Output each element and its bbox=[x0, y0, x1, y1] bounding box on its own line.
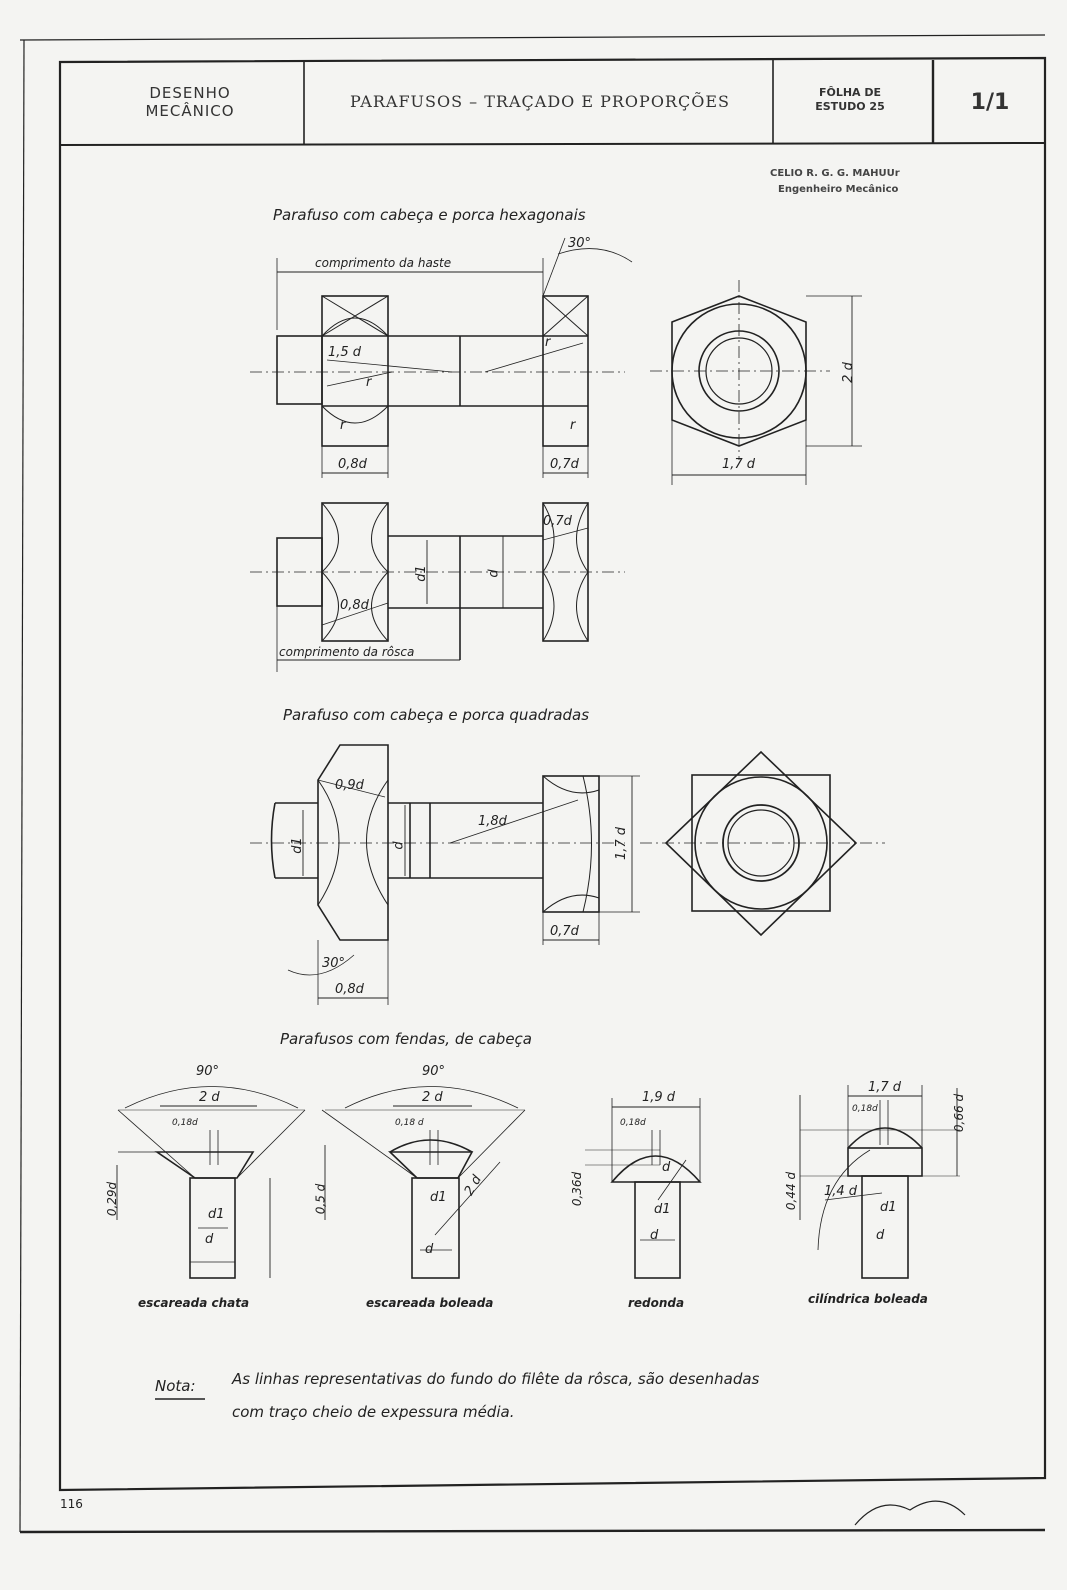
angle-30-hex: 30° bbox=[568, 236, 592, 251]
slotted-screw-round bbox=[585, 1098, 702, 1279]
slotted-oval-width: 2 d bbox=[422, 1090, 443, 1105]
slotted-oval-d1: d1 bbox=[430, 1190, 447, 1205]
slotted-flat-angle: 90° bbox=[196, 1064, 220, 1079]
subject-label: DESENHO MECÂNICO bbox=[90, 84, 290, 120]
slotted-flat-width: 2 d bbox=[199, 1090, 220, 1105]
dim-0-7d-hex: 0,7d bbox=[550, 457, 579, 472]
header-divider bbox=[59, 142, 1046, 146]
note-line-1: As linhas representativas do fundo do fi… bbox=[232, 1370, 760, 1388]
slotted-oval-name: escareada boleada bbox=[366, 1296, 494, 1310]
stamp-line-2: Engenheiro Mecânico bbox=[778, 184, 899, 195]
square-bolt-elevation bbox=[250, 744, 640, 1005]
slotted-round-name: redonda bbox=[628, 1296, 685, 1310]
slotted-oval-angle: 90° bbox=[422, 1064, 446, 1079]
hex-section-title: Parafuso com cabeça e porca hexagonais bbox=[273, 206, 586, 224]
engineer-stamp: CELIO R. G. G. MAHUUr Engenheiro Mecânic… bbox=[770, 166, 900, 198]
slotted-flat-d: d bbox=[205, 1232, 214, 1247]
slotted-screw-oval bbox=[321, 1086, 526, 1279]
dim-1-5d: 1,5 d bbox=[328, 345, 362, 360]
dim-0-7d-hex-plan: 0,7d bbox=[543, 514, 572, 529]
note-line-2: com traço cheio de expessura média. bbox=[232, 1403, 515, 1421]
dim-0-8d-hex-plan: 0,8d bbox=[340, 598, 369, 613]
subject-line-1: DESENHO bbox=[149, 84, 231, 102]
slotted-screw-flat bbox=[116, 1086, 306, 1279]
sheet-line-1: FÔLHA DE bbox=[818, 86, 882, 99]
dim-2d: 2 d bbox=[840, 362, 856, 383]
slotted-flat-height: 0,29d bbox=[105, 1181, 120, 1217]
slotted-cyl-height-1: 0,44 d bbox=[784, 1171, 799, 1211]
slotted-cyl-width: 1,7 d bbox=[868, 1080, 902, 1095]
slotted-flat-d1: d1 bbox=[208, 1207, 225, 1222]
slotted-screw-cylindrical bbox=[799, 1085, 960, 1279]
slotted-flat-slot: 0,18d bbox=[172, 1118, 198, 1128]
slotted-oval-slot: 0,18 d bbox=[395, 1118, 424, 1128]
slotted-round-width: 1,9 d bbox=[642, 1090, 676, 1105]
slotted-round-height: 0,36d bbox=[570, 1171, 585, 1207]
slotted-cyl-height-2: 0,66 d bbox=[952, 1093, 967, 1133]
page-number: 116 bbox=[60, 1497, 83, 1511]
slotted-cyl-name: cilíndrica boleada bbox=[808, 1292, 928, 1306]
dim-shank-length: comprimento da haste bbox=[315, 256, 452, 270]
subject-line-2: MECÂNICO bbox=[145, 102, 235, 120]
angle-30-square: 30° bbox=[322, 956, 346, 971]
stamp-line-1: CELIO R. G. G. MAHUUr bbox=[770, 168, 900, 179]
dim-thread-length: comprimento da rôsca bbox=[279, 645, 415, 659]
slotted-oval-d: d bbox=[425, 1242, 434, 1257]
sheet-label: FÔLHA DE ESTUDO 25 bbox=[780, 86, 920, 114]
radius-r-1: r bbox=[366, 375, 372, 390]
dim-d1-hex: d1 bbox=[413, 565, 429, 582]
dim-d-hex: d bbox=[486, 569, 502, 578]
slotted-round-d1: d1 bbox=[654, 1202, 671, 1217]
slotted-round-d: d bbox=[650, 1228, 659, 1243]
slotted-section-title: Parafusos com fendas, de cabeça bbox=[280, 1030, 532, 1048]
dim-d1-square: d1 bbox=[289, 837, 305, 854]
dim-0-8d-hex: 0,8d bbox=[338, 457, 367, 472]
slotted-flat-name: escareada chata bbox=[138, 1296, 250, 1310]
dim-1-8d: 1,8d bbox=[478, 814, 507, 829]
dim-1-7d-hex: 1,7 d bbox=[722, 457, 756, 472]
slotted-cyl-d1: d1 bbox=[880, 1200, 897, 1215]
radius-r-3: r bbox=[340, 418, 346, 433]
dim-1-7d-square: 1,7 d bbox=[614, 826, 630, 861]
page-reference: 1/1 bbox=[970, 90, 1010, 115]
square-section-title: Parafuso com cabeça e porca quadradas bbox=[283, 706, 590, 724]
sheet-frame bbox=[58, 56, 1047, 1492]
slotted-cyl-d: d bbox=[876, 1228, 885, 1243]
dim-0-7d-square: 0,7d bbox=[550, 924, 579, 939]
dim-0-8d-square: 0,8d bbox=[335, 982, 364, 997]
slotted-cyl-radius: 1,4 d bbox=[824, 1184, 858, 1199]
hex-bolt-elevation bbox=[250, 237, 633, 478]
square-end-view bbox=[640, 750, 885, 937]
slotted-round-radius: d bbox=[662, 1160, 671, 1175]
hex-end-view bbox=[650, 280, 862, 485]
note-label: Nota: bbox=[155, 1377, 196, 1395]
sheet-line-2: ESTUDO 25 bbox=[815, 100, 885, 113]
hex-bolt-plan bbox=[250, 502, 625, 672]
radius-r-4: r bbox=[570, 418, 576, 433]
slotted-round-slot: 0,18d bbox=[620, 1118, 646, 1128]
dim-d-square: d bbox=[391, 841, 407, 850]
radius-r-2: r bbox=[545, 335, 551, 350]
slotted-cyl-slot: 0,18d bbox=[852, 1104, 878, 1114]
page-title: PARAFUSOS – TRAÇADO E PROPORÇÕES bbox=[350, 92, 730, 111]
slotted-oval-height: 0,5 d bbox=[313, 1183, 328, 1215]
dim-0-9d: 0,9d bbox=[335, 778, 364, 793]
